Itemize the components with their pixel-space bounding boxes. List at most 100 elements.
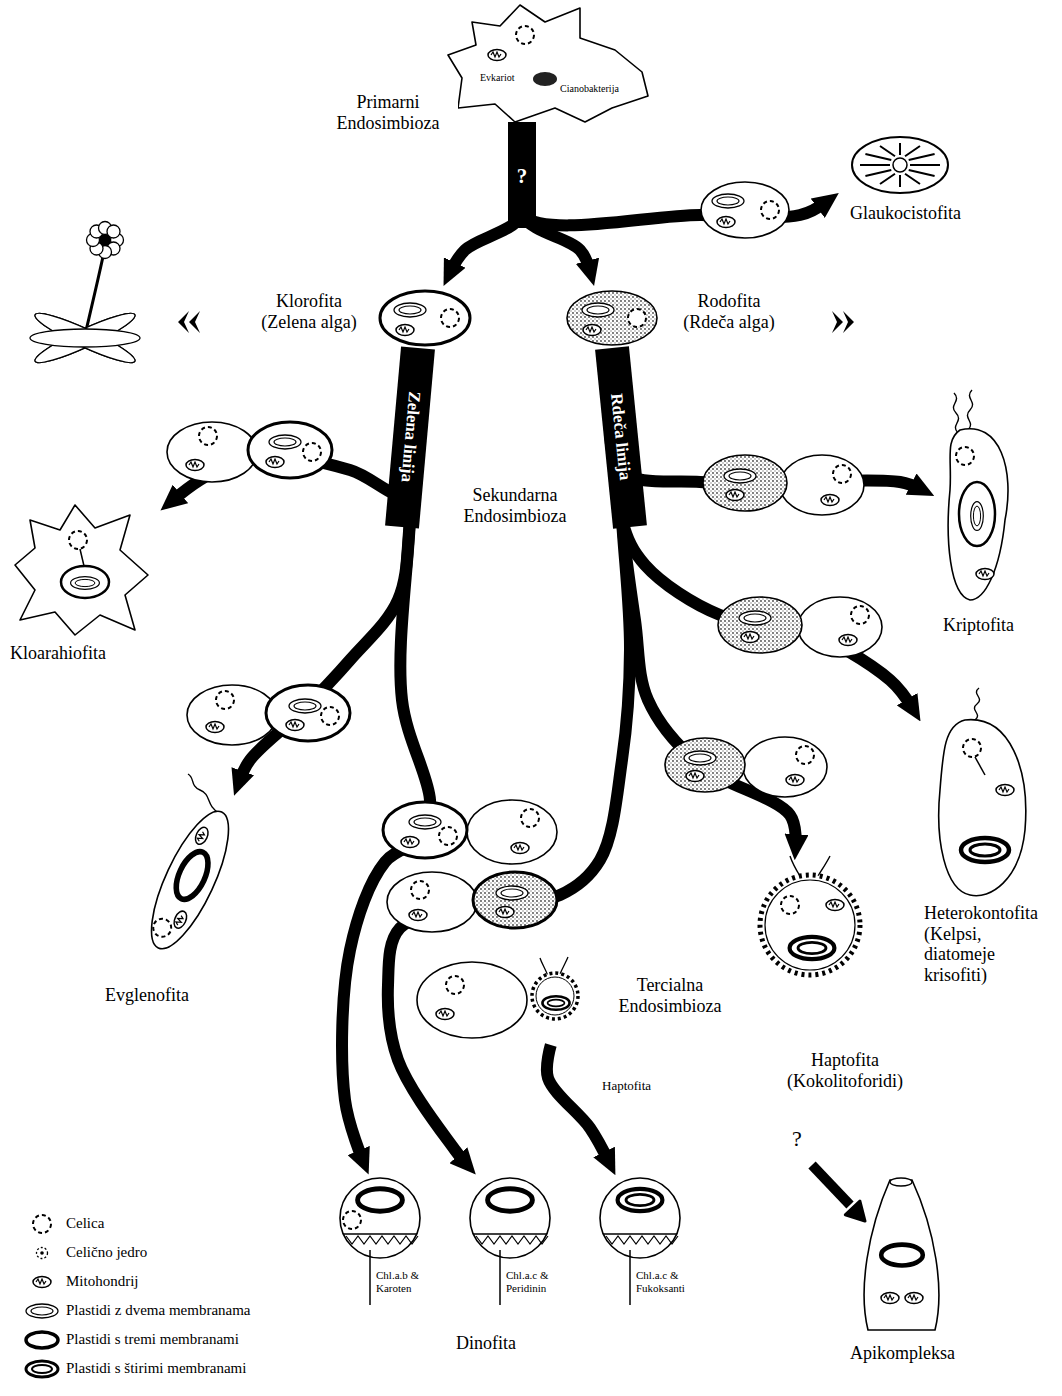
tertiary-endosymbiosis-cell (540, 958, 548, 976)
haptophyte (760, 875, 860, 975)
glaucocystis (852, 137, 948, 193)
secondary-endosymbiosis-cell (187, 685, 350, 745)
endosymbiosis-arrow (388, 350, 630, 1164)
dinoflagellate (470, 1178, 550, 1258)
organism-node: Apikompleksa (840, 1165, 1010, 1370)
tertiary-endosymbiosis-cell (436, 1009, 454, 1020)
heterokont (939, 720, 1026, 896)
secondary-endosymbiosis-cell (411, 881, 429, 899)
uncertain-origin-arrow (845, 1201, 865, 1221)
cryptophyte (956, 447, 974, 465)
secondary-endosymbiosis-cell (187, 685, 277, 745)
glaucocystis (893, 158, 907, 172)
organism-node: Haptofita (Kokolitoforidi) (755, 860, 925, 1100)
secondary-endosymbiosis-cell (786, 775, 804, 786)
tertiary-endosymbiosis-cell (532, 973, 578, 1019)
primary-cell (712, 194, 744, 208)
endosymbiosis-arrow (239, 350, 419, 782)
tertiary-endosymbiosis-cell (536, 977, 574, 1015)
legend-sample (22, 1241, 62, 1265)
secondary-endosymbiosis-cell (686, 771, 704, 782)
cryptophyte (959, 482, 995, 546)
red-alga-cell (582, 303, 614, 317)
chlorarachniophyte (61, 566, 109, 598)
secondary-endosymbiosis-cell (665, 738, 745, 792)
secondary-endosymbiosis-cell (303, 443, 321, 461)
dinoflagellate (488, 1189, 533, 1211)
organism-node: Kloarahiofita (10, 495, 160, 670)
legend-sample (33, 1215, 51, 1233)
secondary-endosymbiosis-cell (167, 422, 257, 482)
green-alga-cell (394, 303, 426, 317)
stage-label: Primarni Endosimbioza (318, 92, 458, 133)
dinoflagellate-node: Chl.a.c & Peridinin (460, 1175, 571, 1310)
legend-row: Plastidi s tremi membranami (22, 1328, 322, 1352)
endosymbiosis-node: Tercialna Endosimbioza (415, 955, 750, 1045)
legend-sample (22, 1212, 62, 1236)
heterokont (996, 785, 1014, 796)
organism-label: Klorofita (Zelena alga) (253, 291, 365, 332)
green-alga-cell (380, 291, 470, 345)
legend-sample (22, 1328, 62, 1352)
euglena (150, 916, 174, 940)
apicomplexan (890, 1178, 912, 1186)
primary-cell (761, 201, 779, 219)
double-chevron (832, 311, 854, 333)
haptophyte (790, 856, 800, 876)
secondary-endosymbiosis-cell (467, 800, 557, 864)
glaucocystis (860, 143, 940, 187)
secondary-endosymbiosis-cell (780, 455, 864, 515)
secondary-endosymbiosis-cell (796, 746, 814, 764)
legend-label: Plastidi s štirimi membranami (66, 1359, 246, 1377)
eukaryote-amoeba (533, 72, 557, 86)
secondary-endosymbiosis-cell (665, 737, 827, 797)
eukaryote-amoeba (448, 5, 648, 122)
secondary-endosymbiosis-cell (199, 427, 217, 445)
legend-label: Plastidi s tremi membranami (66, 1330, 239, 1348)
chlorarachniophyte (80, 549, 84, 566)
secondary-endosymbiosis-cell (269, 435, 301, 449)
cryptophyte (953, 393, 958, 433)
apicomplexan (864, 1178, 939, 1330)
endosymbiosis-arrow (612, 350, 913, 709)
organism-label: Apikompleksa (850, 1343, 955, 1364)
dinoflagellate (358, 1189, 403, 1211)
euglena (137, 774, 244, 958)
organism-label: Tercialna Endosimbioza (595, 975, 745, 1016)
cryptophyte (976, 569, 994, 580)
legend-row: Plastidi z dvema membranama (22, 1299, 322, 1323)
secondary-endosymbiosis-cell (216, 691, 234, 709)
legend-sample (26, 1332, 58, 1348)
organism-node: Heterokontofita (Kelpsi, diatomeje kriso… (922, 685, 1055, 1020)
heterokont (939, 688, 1026, 896)
red-alga-cell (583, 325, 601, 336)
eukaryote-amoeba (448, 5, 648, 122)
apicomplexan (881, 1245, 923, 1266)
secondary-endosymbiosis-cell (248, 422, 332, 478)
euglena (170, 847, 215, 904)
secondary-endosymbiosis-cell (409, 815, 441, 829)
legend-sample (22, 1270, 62, 1294)
secondary-endosymbiosis-cell (703, 455, 864, 515)
legend-row: Celica (22, 1212, 322, 1236)
legend-sample (22, 1357, 62, 1381)
haptophyte (765, 880, 855, 970)
secondary-endosymbiosis-cell (684, 751, 716, 765)
apicomplexan (905, 1293, 923, 1304)
secondary-endosymbiosis-cell (496, 907, 514, 918)
organism-label: Cianobakterija (560, 83, 619, 95)
land-plant (30, 329, 140, 347)
chlorarachniophyte (15, 505, 148, 635)
secondary-endosymbiosis-cell (167, 422, 332, 482)
secondary-endosymbiosis-cell (286, 720, 304, 731)
legend-label: Celično jedro (66, 1243, 147, 1261)
legend-sample (26, 1304, 58, 1318)
cryptophyte (971, 502, 984, 531)
secondary-endosymbiosis-cell (383, 802, 467, 858)
secondary-endosymbiosis-cell (186, 460, 204, 471)
chlorarachniophyte (15, 505, 148, 635)
haptophyte (818, 856, 830, 876)
question-mark: ? (792, 1126, 802, 1151)
question-mark: ? (511, 164, 533, 188)
euglena (137, 802, 244, 958)
